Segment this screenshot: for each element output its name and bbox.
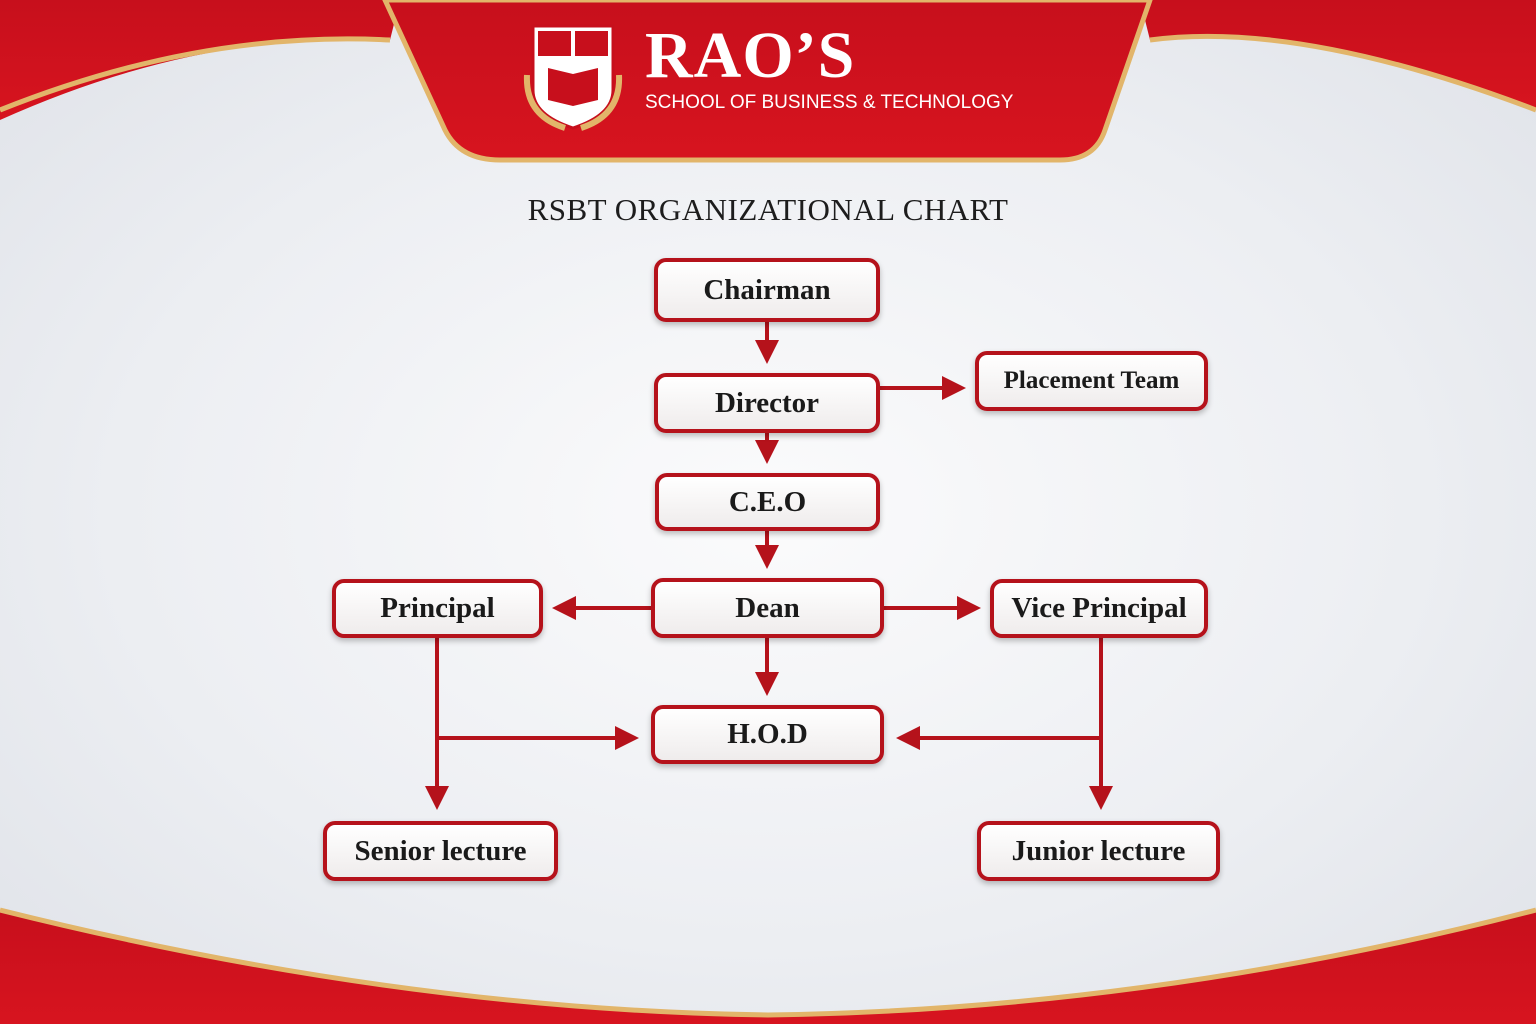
- brand-name: RAO’S: [645, 19, 856, 92]
- brand-tagline: SCHOOL OF BUSINESS & TECHNOLOGY: [645, 92, 1014, 113]
- chart-title: RSBT ORGANIZATIONAL CHART: [527, 192, 1009, 227]
- node-hod: H.O.D: [651, 705, 884, 764]
- node-vice-principal: Vice Principal: [990, 579, 1208, 638]
- node-dean: Dean: [651, 578, 884, 638]
- node-director: Director: [654, 373, 880, 433]
- node-junior-lecture: Junior lecture: [977, 821, 1220, 881]
- crest-shield-with-book-icon: [523, 24, 623, 131]
- node-principal: Principal: [332, 579, 543, 638]
- node-senior-lecture: Senior lecture: [323, 821, 558, 881]
- node-placement-team: Placement Team: [975, 351, 1208, 411]
- node-ceo: C.E.O: [655, 473, 880, 531]
- node-chairman: Chairman: [654, 258, 880, 322]
